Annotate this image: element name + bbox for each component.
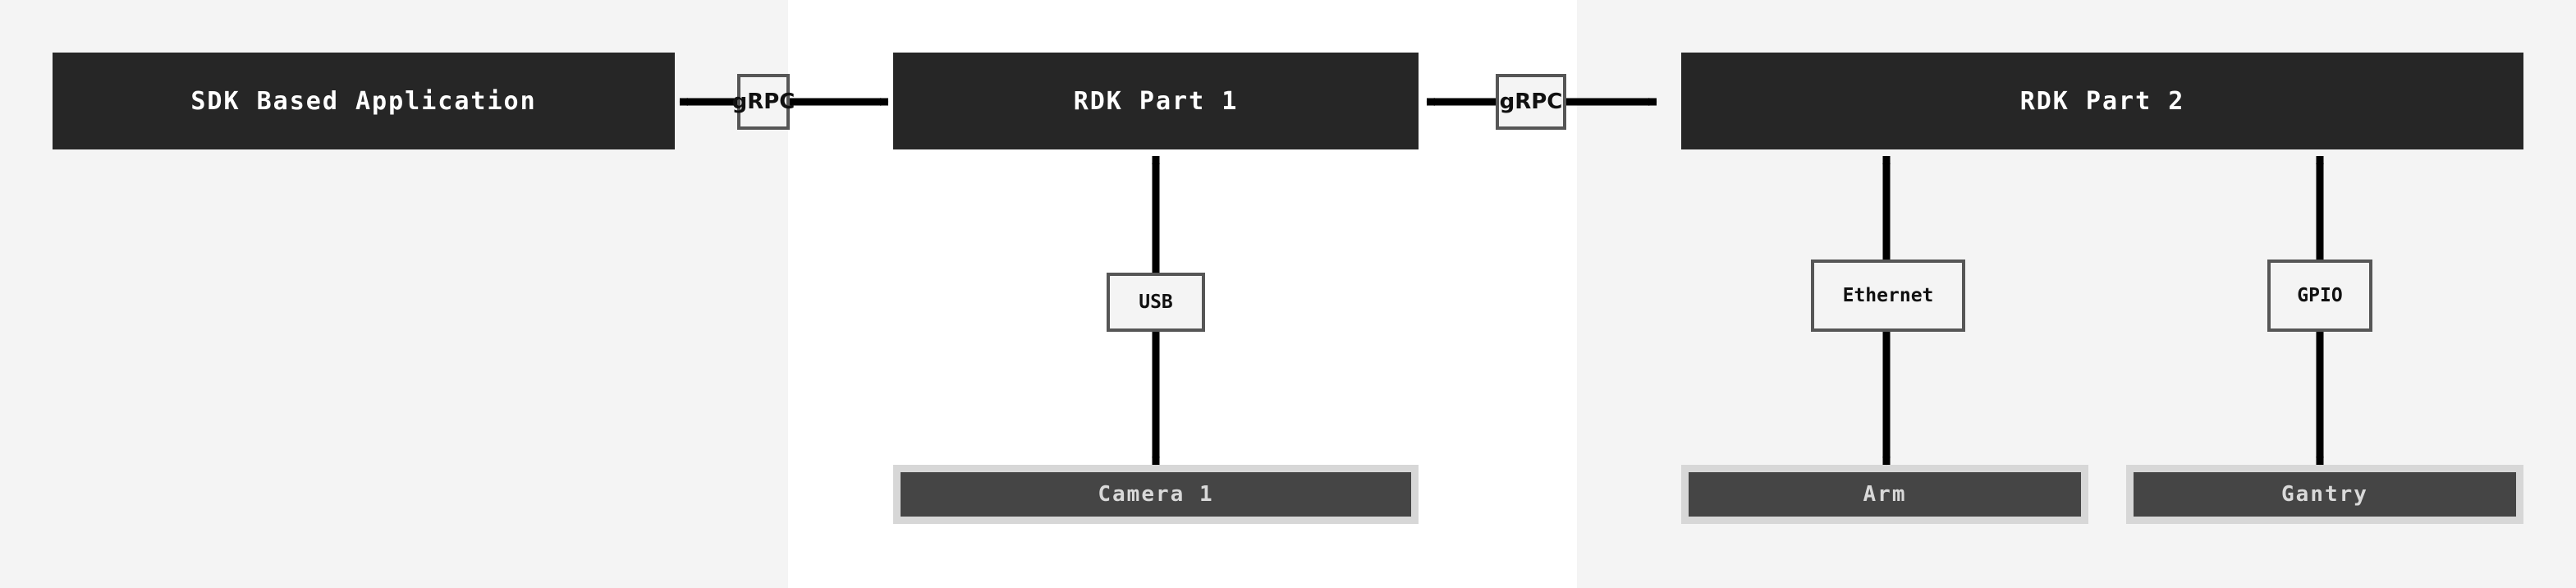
connector-label-text-grpc-1: gRPC bbox=[731, 90, 795, 114]
process-box-sdk-app[interactable]: SDK Based Application bbox=[53, 53, 675, 149]
connector-label-text-ethernet: Ethernet bbox=[1842, 285, 1934, 306]
process-box-rdk-part-1[interactable]: RDK Part 1 bbox=[893, 53, 1419, 149]
connector-label-usb[interactable]: USB bbox=[1107, 273, 1205, 332]
process-box-rdk-part-2[interactable]: RDK Part 2 bbox=[1681, 53, 2523, 149]
connector-label-grpc-1[interactable]: gRPC bbox=[732, 74, 795, 130]
component-box-arm[interactable]: Arm bbox=[1681, 465, 2088, 524]
connector-label-gpio[interactable]: GPIO bbox=[2267, 260, 2372, 332]
process-label-sdk-app: SDK Based Application bbox=[190, 86, 537, 116]
connector-label-text-gpio: GPIO bbox=[2297, 285, 2343, 306]
process-label-rdk-part-2: RDK Part 2 bbox=[2019, 86, 2185, 116]
process-label-rdk-part-1: RDK Part 1 bbox=[1073, 86, 1239, 116]
connector-label-grpc-2[interactable]: gRPC bbox=[1496, 74, 1566, 130]
component-label-arm: Arm bbox=[1863, 482, 1907, 507]
connector-label-ethernet[interactable]: Ethernet bbox=[1811, 260, 1965, 332]
connector-label-text-usb: USB bbox=[1139, 292, 1173, 313]
connector-label-text-grpc-2: gRPC bbox=[1499, 90, 1563, 114]
component-label-camera-1: Camera 1 bbox=[1098, 482, 1214, 507]
component-box-gantry[interactable]: Gantry bbox=[2126, 465, 2523, 524]
component-box-camera-1[interactable]: Camera 1 bbox=[893, 465, 1419, 524]
component-label-gantry: Gantry bbox=[2281, 482, 2368, 507]
